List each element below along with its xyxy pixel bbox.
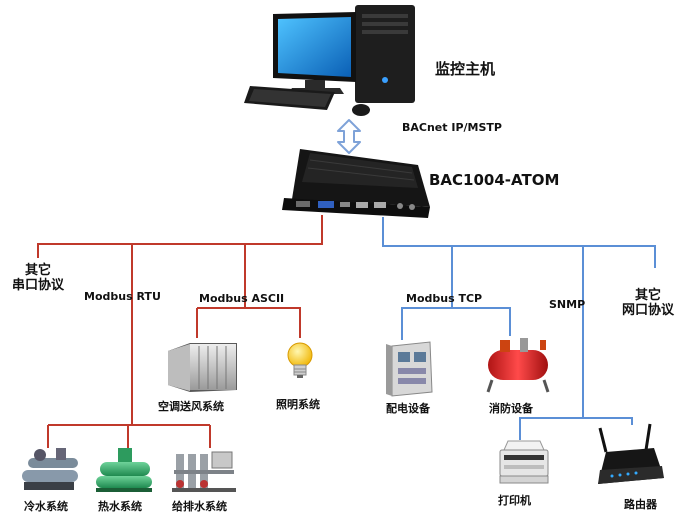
network-other-line1: 其它 <box>635 288 662 303</box>
heating-label: 热水系统 <box>98 500 142 513</box>
snmp-label: SNMP <box>549 298 586 311</box>
power-label: 配电设备 <box>386 402 430 415</box>
host-label: 监控主机 <box>435 60 496 78</box>
printer-label: 打印机 <box>498 494 531 507</box>
cooling-label: 冷水系统 <box>24 500 68 513</box>
bidirectional-arrow-icon <box>337 119 361 154</box>
router-icon <box>598 423 664 484</box>
lighting-label: 照明系统 <box>276 398 320 411</box>
heating-unit-icon <box>96 448 152 492</box>
power-cabinet-icon <box>386 341 433 397</box>
fire-equipment-icon <box>486 338 550 393</box>
network-other-line2: 网口协议 <box>622 303 675 318</box>
gateway-device-icon <box>282 149 430 218</box>
modbus-tcp-label: Modbus TCP <box>406 292 483 305</box>
modbus-rtu-label: Modbus RTU <box>84 290 161 303</box>
hvac-label: 空调送风系统 <box>158 400 224 413</box>
router-label: 路由器 <box>624 498 657 511</box>
bacnet-link-label: BACnet IP/MSTP <box>402 121 502 134</box>
network-other-protocol-label: 其它 网口协议 <box>622 288 674 318</box>
serial-other-protocol-label: 其它 串口协议 <box>12 263 64 293</box>
gateway-label: BAC1004-ATOM <box>429 171 560 189</box>
fire-label: 消防设备 <box>489 402 533 415</box>
hvac-unit-icon <box>168 343 237 392</box>
printer-icon <box>499 440 549 484</box>
computer-icon <box>244 5 415 116</box>
light-bulb-icon <box>287 342 313 378</box>
serial-other-line1: 其它 <box>25 263 52 278</box>
serial-bus-lines <box>37 215 323 448</box>
modbus-ascii-label: Modbus ASCII <box>199 292 285 305</box>
network-bus-lines <box>382 217 656 440</box>
water-pump-system-icon <box>172 451 236 492</box>
chiller-unit-icon <box>22 448 78 490</box>
serial-other-line2: 串口协议 <box>12 278 65 293</box>
water-label: 给排水系统 <box>172 500 227 513</box>
